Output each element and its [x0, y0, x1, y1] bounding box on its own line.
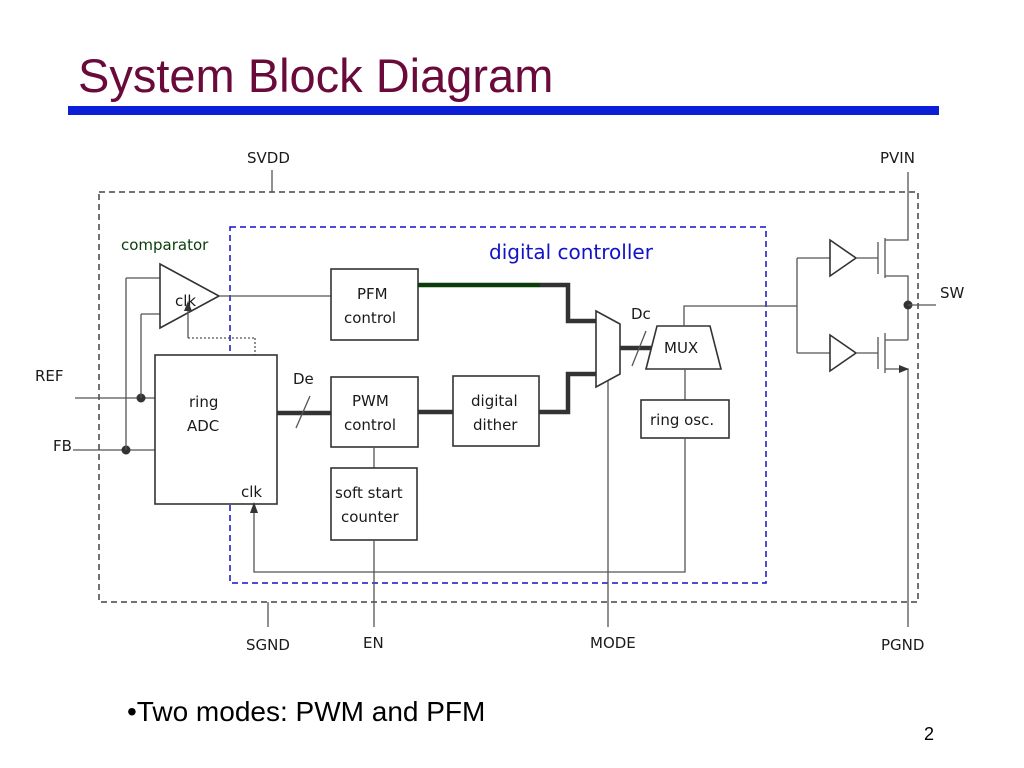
pin-en: EN — [363, 634, 384, 652]
pin-sw: SW — [940, 284, 965, 302]
ring-adc-clk-label: clk — [241, 483, 262, 501]
pin-mode: MODE — [590, 634, 636, 652]
digital-controller-label: digital controller — [489, 240, 654, 264]
ring-adc-block — [154, 354, 278, 505]
soft-start-counter-line2: counter — [341, 508, 400, 526]
pin-svdd: SVDD — [247, 149, 290, 167]
high-side-driver — [829, 238, 858, 278]
comparator-clk-label: clk — [175, 292, 196, 310]
pwm-control-block — [330, 376, 419, 448]
ring-adc-line2: ADC — [187, 417, 219, 435]
chip-boundary — [98, 191, 919, 603]
digital-dither-line2: dither — [473, 416, 518, 434]
pwm-control-line2: control — [344, 416, 396, 434]
page-number: 2 — [924, 724, 935, 744]
pfm-control-block — [330, 268, 419, 341]
pin-fb: FB — [53, 437, 72, 455]
soft-start-counter-block — [330, 467, 418, 541]
signal-dc-label: Dc — [631, 305, 651, 323]
ring-osc-label: ring osc. — [650, 411, 714, 429]
ring-adc-line1: ring — [189, 393, 218, 411]
pin-ref: REF — [35, 367, 64, 385]
comparator-symbol — [159, 262, 221, 330]
pin-sgnd: SGND — [246, 636, 290, 654]
pfm-control-line1: PFM — [357, 285, 388, 303]
pwm-control-line1: PWM — [352, 392, 389, 410]
low-side-driver — [829, 333, 858, 373]
digital-dither-block — [452, 375, 540, 447]
pfm-control-line2: control — [344, 309, 396, 327]
comparator-label: comparator — [121, 236, 209, 254]
title-underline — [68, 106, 939, 115]
mux-block — [644, 325, 723, 370]
ring-adc-clk-arrow — [250, 502, 258, 513]
bullet-text: •Two modes: PWM and PFM — [127, 696, 486, 727]
mode-mux-symbol — [595, 309, 621, 389]
mux-label: MUX — [664, 339, 698, 357]
low-side-fet-arrow — [899, 365, 909, 373]
comparator-clk-arrow — [184, 301, 192, 311]
pin-pgnd: PGND — [881, 636, 924, 654]
pin-pvin: PVIN — [880, 149, 915, 167]
page-title: System Block Diagram — [78, 49, 554, 102]
soft-start-counter-line1: soft start — [335, 484, 403, 502]
digital-dither-line1: digital — [471, 392, 518, 410]
signal-de-label: De — [293, 370, 314, 388]
